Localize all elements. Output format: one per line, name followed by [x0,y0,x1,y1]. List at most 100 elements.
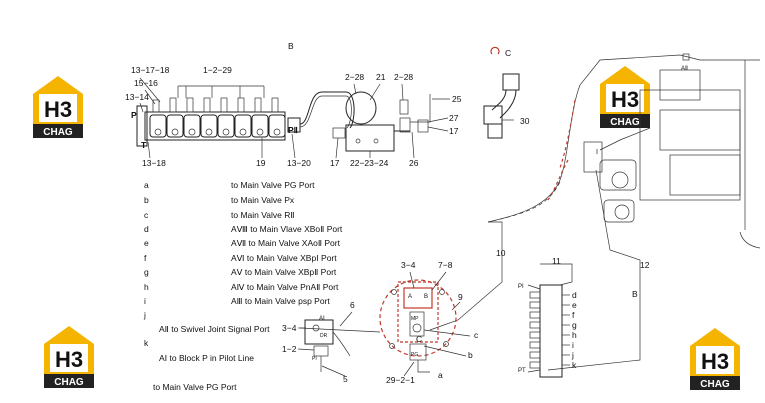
manifold-port-label: g [572,320,577,330]
svg-text:B: B [424,294,428,300]
legend-key: j [143,310,146,320]
part-7-8: 7−8 [438,260,453,270]
port-a2-label: AⅡ [681,66,688,72]
manifold-port-label: d [572,290,577,300]
manifold-port: f [529,310,575,320]
part-13-20: 13−20 [287,158,311,168]
valve-bolts-bottom [154,128,281,136]
pilot-valve-bank [136,85,355,147]
logo-sub-text: CHAG [43,127,73,138]
manifold-pi-label: PI [518,284,524,290]
legend-key: h [144,282,149,292]
logo-main-text: H3 [55,347,83,372]
part-6: 6 [350,300,355,310]
brand-logo-top-right: H3 CHAG [600,66,650,128]
port-t-label: T [141,140,147,150]
legend-text: AⅠ to Block P in Pilot Line [159,353,254,363]
manifold-port: j [529,350,574,360]
part-13-17-18: 13−17−18 [131,65,170,75]
part-19: 19 [256,158,266,168]
view-c-arrow-icon [490,46,500,55]
manifold-port: i [529,340,574,350]
manifold-port-label: h [572,330,577,340]
svg-text:PG: PG [411,352,418,358]
svg-text:PI: PI [312,356,317,362]
legend-row: to Main Valve PG Port [153,382,237,392]
logo-sub-text: CHAG [610,117,640,128]
legend-key: e [144,238,149,248]
part-22-23-24: 22−23−24 [350,158,389,168]
legend-text: to Main Valve PG Port [231,180,315,190]
manifold-port: e [529,300,577,310]
brand-logo-top-left: H3 CHAG [33,76,83,138]
port-a1-label: AⅠ [319,316,325,322]
part-10: 10 [496,248,506,258]
logo-sub-text: CHAG [54,377,84,388]
view-b-bottom-label: B [632,289,638,299]
pilot-manifold [527,284,563,378]
part-13-18: 13−18 [142,158,166,168]
port-p2-label: PⅡ [288,125,298,135]
part-5: 5 [343,374,348,384]
valve-sections [149,114,286,138]
legend-text: to Main Valve Px [231,195,295,205]
manifold-port-label: f [572,310,575,320]
valve-fittings-top [152,97,279,113]
legend-key: g [144,267,149,277]
manifold-port: d [529,290,577,300]
part-3-4-a: 3−4 [401,260,416,270]
part-21: 21 [376,72,386,82]
part-2-28-a: 2−28 [345,72,364,82]
part-13-14: 13−14 [125,92,149,102]
manifold-port-label: i [572,340,574,350]
part-17-right: 17 [449,126,459,136]
legend-text: AⅢ to Main Valve psp Port [231,296,330,306]
part-11: 11 [552,256,561,266]
line-11 [540,263,573,286]
part-26: 26 [409,158,419,168]
circular-valve-block: A B MP PG [299,279,471,373]
legend-text: AⅧ to Main Vlave XBoⅡ Port [231,224,343,234]
legend-key: a [144,180,149,190]
part-b-right: b [468,350,473,360]
part-3-4-b: 3−4 [282,323,297,333]
part-30: 30 [520,116,530,126]
legend-row: AⅡ to Swivel Joint Signal Port [159,324,270,334]
legend: a to Main Valve PG Port b to Main Valve Px c… [143,180,343,392]
part-9: 9 [458,292,463,302]
line-10 [429,221,503,331]
part-a-bottom: a [438,370,443,380]
legend-row: AⅠ to Block P in Pilot Line [159,353,254,363]
manifold-port-label: k [572,360,577,370]
part-12: 12 [640,260,650,270]
legend-key: b [144,195,149,205]
part-2-28-b: 2−28 [394,72,413,82]
svg-text:MP: MP [411,316,419,322]
part-29-2-1: 29−2−1 [386,375,415,385]
elbow-fitting-view-c [483,73,520,139]
svg-text:DR: DR [320,333,328,339]
legend-row: b to Main Valve Px [144,195,295,205]
line-12 [547,169,641,371]
part-c-right: c [474,330,479,340]
part-17-bottom: 17 [330,158,340,168]
logo-main-text: H3 [44,97,72,122]
legend-key: c [144,210,149,220]
logo-main-text: H3 [611,87,639,112]
brand-logo-bottom-right: H3 CHAG [690,328,740,390]
logo-sub-text: CHAG [700,379,730,390]
logo-main-text: H3 [701,349,729,374]
legend-row: j [143,310,146,320]
small-pilot-block: DR PI [304,319,351,372]
legend-key: f [144,253,147,263]
part-25: 25 [452,94,462,104]
block-c-label: C [416,334,422,344]
